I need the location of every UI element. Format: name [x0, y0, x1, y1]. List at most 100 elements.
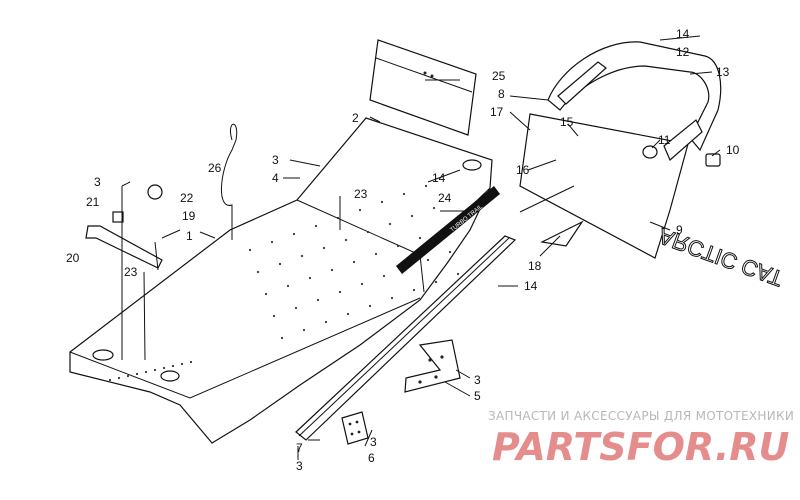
callout-12: 12: [676, 45, 690, 59]
part-7-side-rail: [295, 235, 517, 441]
perforation-dot: [336, 216, 340, 220]
perforation-dot: [382, 274, 386, 278]
perforation-dot: [286, 284, 290, 288]
callout-19: 19: [182, 209, 196, 223]
perforation-dot: [374, 252, 378, 256]
perforation-dot: [338, 290, 342, 294]
perforation-dot: [278, 262, 282, 266]
perforation-dot: [153, 368, 157, 372]
flap-text: ARCTIC CAT: [655, 223, 786, 291]
part-21-clip: [112, 211, 124, 223]
callout-26: 26: [208, 161, 222, 175]
callout-9: 9: [676, 223, 683, 237]
perforation-dot: [180, 362, 184, 366]
watermark-subtitle: ЗАПЧАСТИ И АКСЕССУАРЫ ДЛЯ МОТОТЕХНИКИ: [488, 409, 794, 423]
part-13-rear-bumper: [547, 41, 722, 161]
perforation-dot: [456, 272, 460, 276]
callout-23-b: 23: [124, 265, 138, 279]
callout-3-e: 3: [296, 459, 303, 473]
callout-16: 16: [516, 163, 530, 177]
callout-17: 17: [490, 105, 504, 119]
part-9-snow-flap: ARCTIC CAT: [519, 113, 787, 292]
callout-21: 21: [86, 195, 100, 209]
perforation-dot: [418, 236, 422, 240]
perforation-dot: [434, 280, 438, 284]
callout-23-a: 23: [354, 187, 368, 201]
callout-3-c: 3: [474, 373, 481, 387]
callout-10: 10: [726, 143, 740, 157]
perforation-dot: [402, 192, 406, 196]
perforation-dot: [410, 214, 414, 218]
leader-lines: [121, 35, 721, 460]
watermark-logo: PARTSFOR.RU: [492, 425, 790, 469]
perforation-dot: [302, 328, 306, 332]
perforation-dot: [412, 288, 416, 292]
perforation-dot: [360, 282, 364, 286]
part-22-ring: [147, 184, 163, 200]
part-25-strip: [369, 39, 477, 136]
perforation-dot: [280, 336, 284, 340]
perforation-dot: [396, 244, 400, 248]
callout-11: 11: [658, 133, 671, 147]
perforation-dot: [432, 206, 436, 210]
callout-14-b: 14: [432, 171, 446, 185]
perforation-dot: [135, 372, 139, 376]
perforation-dot: [126, 374, 130, 378]
perforation-dot: [324, 320, 328, 324]
perforation-dot: [314, 224, 318, 228]
callout-15: 15: [560, 115, 574, 129]
perforation-dot: [352, 260, 356, 264]
perforation-dot: [117, 376, 121, 380]
perforation-dot: [448, 250, 452, 254]
callout-3-d: 3: [370, 435, 377, 449]
perforation-dot: [330, 268, 334, 272]
perforation-dot: [424, 184, 428, 188]
callout-6: 6: [368, 451, 375, 465]
perforation-dot: [294, 306, 298, 310]
perforation-dot: [162, 366, 166, 370]
perforation-dot: [368, 304, 372, 308]
perforation-dot: [388, 222, 392, 226]
perforation-dot: [144, 370, 148, 374]
perforation-dot: [308, 276, 312, 280]
callout-13: 13: [716, 65, 730, 79]
callout-25: 25: [492, 69, 506, 83]
perforation-dot: [358, 208, 362, 212]
callout-18: 18: [528, 259, 542, 273]
part-19-rod: [154, 241, 159, 271]
callout-4: 4: [272, 171, 279, 185]
callout-3-a: 3: [272, 153, 279, 167]
callout-5: 5: [474, 389, 481, 403]
perforation-dot: [322, 246, 326, 250]
part-11-cap: [642, 145, 658, 159]
perforation-dot: [380, 200, 384, 204]
perforation-dot: [346, 312, 350, 316]
part-5-bracket: [404, 339, 461, 393]
callout-22: 22: [180, 191, 194, 205]
callout-7: 7: [296, 441, 303, 455]
callout-14-a: 14: [676, 27, 690, 41]
part-1-tunnel-deck: [69, 117, 493, 444]
callout-20: 20: [66, 251, 80, 265]
callout-8: 8: [498, 87, 505, 101]
callout-labels: 1 2 3 3 3 3 3 4 5 6 7 8 9 10 11 12 13 14…: [66, 27, 740, 473]
callout-3-b: 3: [94, 175, 101, 189]
callout-14-c: 14: [524, 279, 538, 293]
perforation-dot: [292, 232, 296, 236]
perforation-dot: [270, 240, 274, 244]
callout-24: 24: [438, 191, 452, 205]
perforation-dot: [300, 254, 304, 258]
part-26-cable: [220, 123, 238, 240]
callout-2: 2: [352, 111, 359, 125]
perforation-dot: [108, 378, 112, 382]
part-10-end-cap: [705, 153, 721, 167]
part-6-plate: [341, 411, 369, 445]
perforation-dot: [171, 364, 175, 368]
perforation-dot: [344, 238, 348, 242]
perforation-dot: [272, 314, 276, 318]
callout-1: 1: [186, 229, 193, 243]
perforation-dot: [264, 292, 268, 296]
part-20-bracket: [85, 225, 163, 269]
